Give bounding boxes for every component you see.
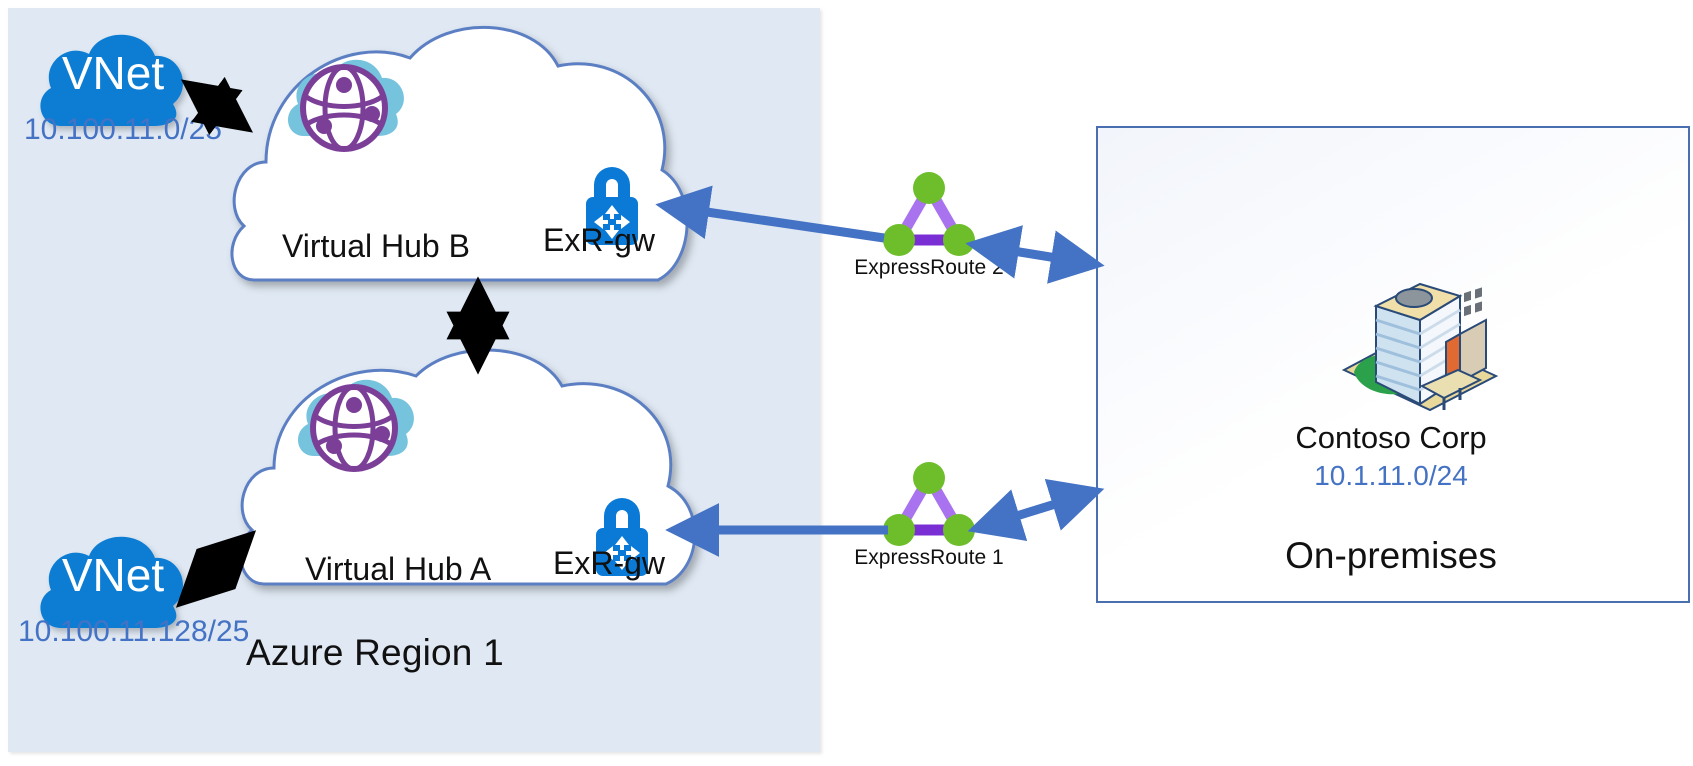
hub-a-gateway-label: ExR-gw [553, 545, 666, 581]
contoso-corp-cidr: 10.1.11.0/24 [1314, 460, 1468, 491]
vnet-top-cidr: 10.100.11.0/25 [24, 113, 222, 146]
on-premises-label: On-premises [1285, 535, 1497, 576]
expressroute-circuit-icon[interactable] [874, 166, 984, 261]
contoso-corp-label: Contoso Corp [1295, 420, 1487, 455]
virtual-hub-b-label: Virtual Hub B [282, 228, 470, 264]
expressroute-2-label: ExpressRoute 2 [854, 256, 1004, 279]
azure-region-label: Azure Region 1 [246, 632, 504, 673]
expressroute-gateway-lock-icon[interactable] [583, 488, 661, 580]
hub-b-gateway-label: ExR-gw [543, 222, 656, 258]
expressroute-gateway-lock-icon[interactable] [573, 157, 651, 249]
vnet-top-label: VNet [61, 47, 165, 99]
vnet-bottom-cidr: 10.100.11.128/25 [18, 615, 250, 648]
vnet-bottom-label: VNet [61, 549, 165, 601]
vnet-bottom[interactable]: VNet [33, 528, 193, 638]
virtual-wan-hub-icon [288, 352, 418, 480]
expressroute-1-label: ExpressRoute 1 [854, 546, 1004, 569]
link-er1-to-onprem [967, 479, 1105, 541]
office-building-icon [1326, 258, 1511, 418]
expressroute-circuit-icon[interactable] [874, 456, 984, 551]
virtual-wan-hub-icon [278, 32, 408, 160]
virtual-hub-a-label: Virtual Hub A [305, 551, 492, 587]
vnet-top[interactable]: VNet [33, 26, 193, 136]
